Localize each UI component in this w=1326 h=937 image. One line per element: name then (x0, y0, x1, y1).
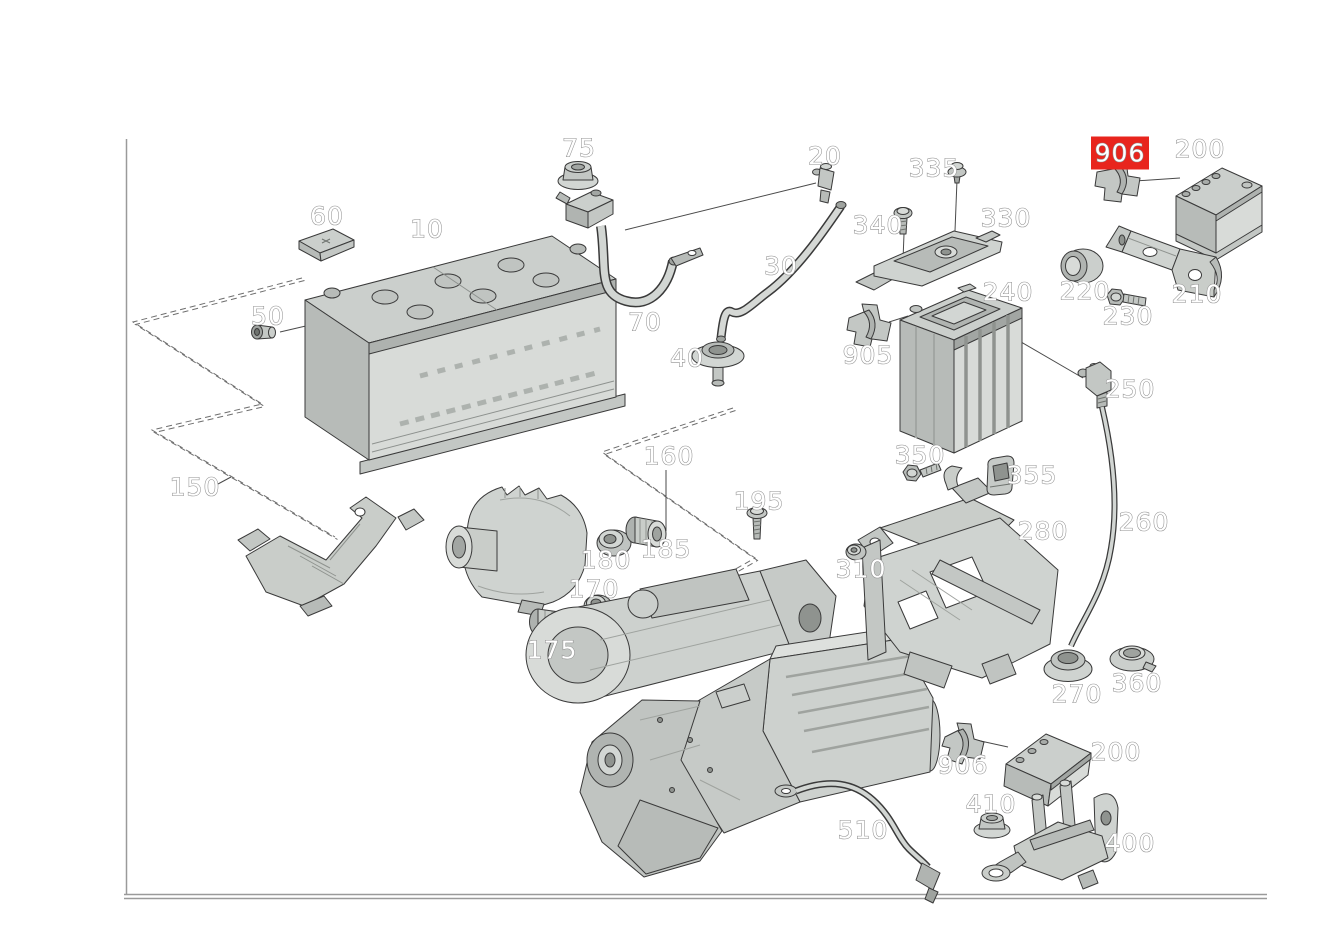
diagram-frame (124, 139, 1267, 900)
transmission[interactable] (579, 625, 941, 878)
part-label-70[interactable]: 70 (628, 307, 662, 337)
grommet-40[interactable] (691, 341, 745, 387)
part-label-250[interactable]: 250 (1104, 374, 1156, 404)
clip-355[interactable] (986, 455, 1015, 496)
nut-75[interactable] (557, 161, 599, 190)
bracket-400[interactable] (981, 779, 1119, 890)
part-label-60[interactable]: 60 (310, 201, 344, 231)
clip-retainer[interactable] (943, 465, 963, 491)
part-label-270[interactable]: 270 (1051, 679, 1103, 709)
nut-410[interactable] (973, 812, 1011, 839)
part-label-230[interactable]: 230 (1102, 301, 1154, 331)
grommet-270[interactable] (1043, 649, 1093, 682)
starter-motor[interactable] (525, 559, 837, 704)
part-label-410[interactable]: 410 (965, 789, 1017, 819)
part-label-906[interactable]: 906 (1094, 138, 1146, 168)
bolt-350[interactable] (902, 462, 942, 482)
part-label-260[interactable]: 260 (1118, 507, 1170, 537)
cover-60[interactable] (298, 228, 355, 262)
cable-510[interactable] (774, 780, 941, 904)
nut-180[interactable] (596, 529, 632, 557)
bracket-150[interactable] (237, 496, 425, 617)
plug-906-bottom[interactable] (941, 722, 985, 765)
part-label-200[interactable]: 200 (1090, 737, 1142, 767)
part-label-240[interactable]: 240 (982, 277, 1034, 307)
part-label-175[interactable]: 175 (526, 635, 578, 665)
ground-cable-70[interactable] (555, 189, 704, 308)
plug-905[interactable] (846, 303, 892, 348)
elbow-250[interactable] (1077, 361, 1112, 409)
bolt-340[interactable] (893, 207, 913, 235)
parts-layer (237, 159, 1263, 904)
part-label-360[interactable]: 360 (1111, 668, 1163, 698)
highlight-box (1091, 136, 1149, 170)
hose-30[interactable] (716, 201, 847, 343)
bolt-230[interactable] (1106, 288, 1147, 307)
part-label-30[interactable]: 30 (764, 251, 798, 281)
part-label-355[interactable]: 355 (1006, 460, 1058, 490)
part-label-50[interactable]: 50 (251, 301, 285, 331)
part-label-330[interactable]: 330 (980, 203, 1032, 233)
plug-50[interactable] (251, 324, 276, 340)
nut-310[interactable] (845, 543, 867, 561)
bolt-195[interactable] (746, 507, 768, 540)
bracket-210[interactable] (1105, 225, 1222, 298)
part-label-310[interactable]: 310 (835, 554, 887, 584)
part-label-185[interactable]: 185 (640, 534, 692, 564)
battery-200-top[interactable] (1175, 167, 1263, 261)
part-label-200[interactable]: 200 (1174, 134, 1226, 164)
cap-220[interactable] (1060, 248, 1104, 284)
part-label-220[interactable]: 220 (1059, 276, 1111, 306)
part-label-40[interactable]: 40 (670, 343, 704, 373)
part-label-180[interactable]: 180 (580, 545, 632, 575)
part-labels: 75 20 335 906 200 60 10 340 330 30 240 220 210 230 50 7… (169, 133, 1226, 858)
battery-10[interactable] (304, 235, 626, 475)
part-label-280[interactable]: 280 (1017, 516, 1069, 546)
part-label-906[interactable]: 906 (937, 750, 989, 780)
tray-330[interactable] (855, 230, 1003, 291)
part-label-400[interactable]: 400 (1104, 828, 1156, 858)
hose-260[interactable] (1068, 406, 1118, 648)
battery-240[interactable] (899, 283, 1023, 454)
leader-lines (217, 177, 1181, 748)
part-label-340[interactable]: 340 (852, 210, 904, 240)
part-label-160[interactable]: 160 (643, 441, 695, 471)
alternator[interactable] (445, 485, 588, 617)
part-label-170[interactable]: 170 (568, 574, 620, 604)
part-label-335[interactable]: 335 (908, 153, 960, 183)
part-label-10[interactable]: 10 (410, 214, 444, 244)
connector-20[interactable] (812, 163, 835, 204)
part-label-195[interactable]: 195 (733, 486, 785, 516)
part-label-510[interactable]: 510 (837, 815, 889, 845)
part-label-210[interactable]: 210 (1171, 279, 1223, 309)
ring-360[interactable] (1109, 645, 1157, 673)
pinion-185[interactable] (625, 516, 667, 548)
bracket-280[interactable] (857, 477, 1059, 689)
part-label-75[interactable]: 75 (562, 133, 596, 163)
battery-200-bottom[interactable] (1003, 733, 1092, 807)
part-label-905[interactable]: 905 (842, 340, 894, 370)
part-label-350[interactable]: 350 (894, 440, 946, 470)
part-label-150[interactable]: 150 (169, 472, 221, 502)
stud-335[interactable] (947, 162, 967, 184)
part-label-20[interactable]: 20 (808, 141, 842, 171)
